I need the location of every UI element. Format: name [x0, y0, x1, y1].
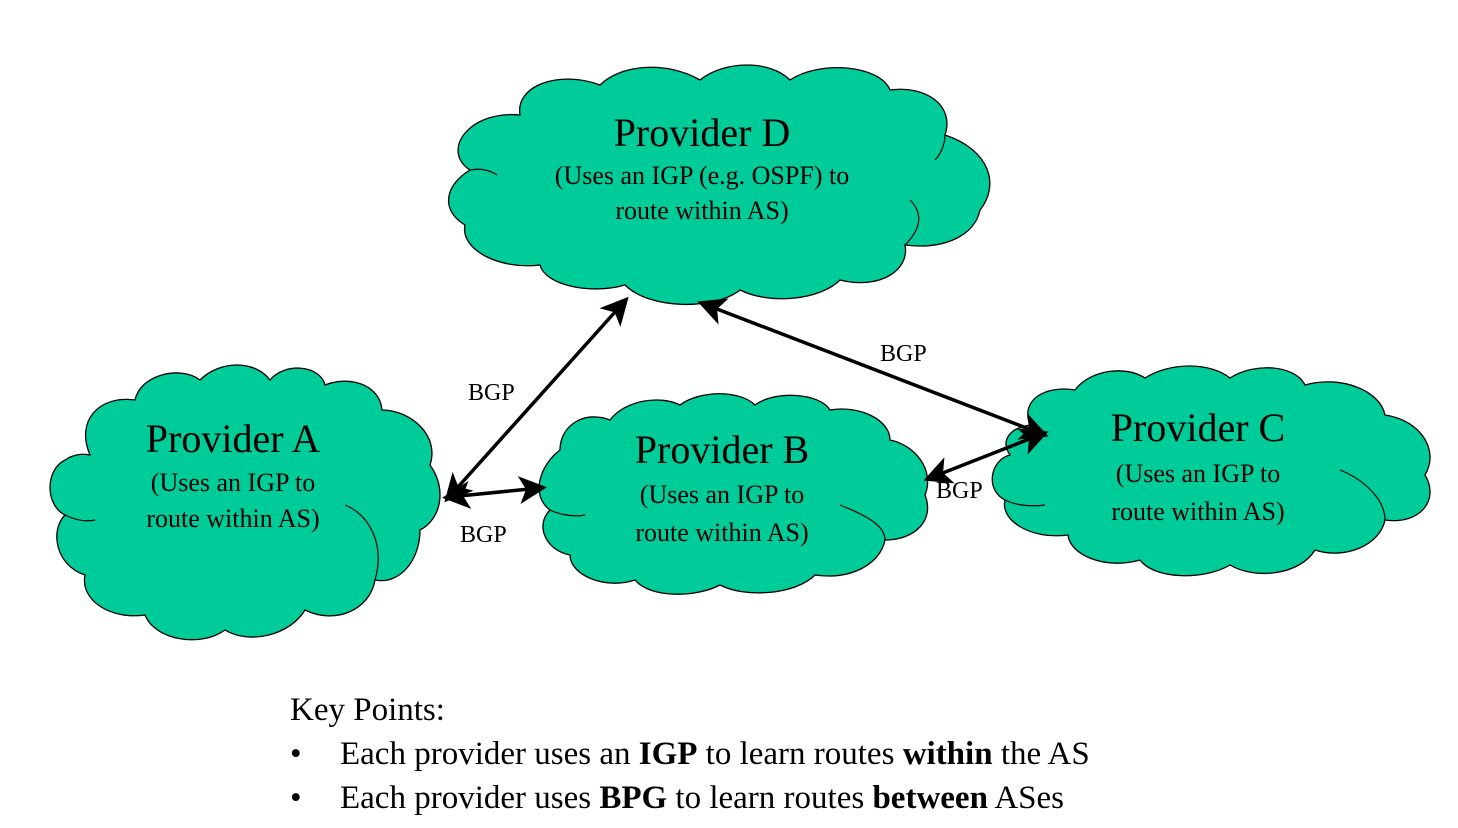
- bullet-icon: •: [290, 736, 302, 772]
- provider-d-line2: route within AS): [615, 196, 788, 225]
- link-a-d: [444, 296, 629, 503]
- key-points-title: Key Points:: [290, 692, 445, 728]
- provider-c-title: Provider C: [1111, 405, 1285, 450]
- provider-a-line1: (Uses an IGP to: [151, 468, 315, 497]
- key-point-item: • Each provider uses BPG to learn routes…: [290, 776, 1090, 820]
- key-point-text: Each provider uses an IGP to learn route…: [340, 736, 1090, 772]
- cloud-shape: [448, 64, 991, 306]
- cloud-shape: [49, 364, 441, 641]
- provider-b-line2: route within AS): [635, 518, 808, 547]
- link-b-c: [923, 428, 1049, 484]
- label-bgp-a-b: BGP: [460, 522, 507, 548]
- cloud-provider-b: Provider B (Uses an IGP to route within …: [538, 393, 929, 595]
- provider-d-line1: (Uses an IGP (e.g. OSPF) to: [555, 161, 849, 190]
- provider-c-line2: route within AS): [1111, 497, 1284, 526]
- label-bgp-a-d: BGP: [468, 380, 515, 406]
- key-point-item: • Each provider uses an IGP to learn rou…: [290, 732, 1090, 776]
- cloud-provider-d: Provider D (Uses an IGP (e.g. OSPF) to r…: [448, 64, 991, 306]
- link-d-c: [697, 298, 1049, 440]
- cloud-provider-a: Provider A (Uses an IGP to route within …: [49, 364, 441, 641]
- cloud-shape: [991, 365, 1431, 577]
- provider-d-title: Provider D: [614, 110, 791, 155]
- provider-a-title: Provider A: [146, 416, 321, 461]
- bullet-icon: •: [290, 780, 302, 816]
- provider-a-line2: route within AS): [146, 504, 319, 533]
- label-bgp-d-c: BGP: [880, 341, 927, 367]
- provider-b-line1: (Uses an IGP to: [640, 480, 804, 509]
- link-a-b: [442, 476, 547, 509]
- provider-c-line1: (Uses an IGP to: [1116, 459, 1280, 488]
- key-points: Key Points: • Each provider uses an IGP …: [290, 688, 1090, 820]
- provider-b-title: Provider B: [635, 427, 809, 472]
- cloud-provider-c: Provider C (Uses an IGP to route within …: [991, 365, 1431, 577]
- cloud-shape: [538, 393, 929, 595]
- label-bgp-b-c: BGP: [936, 478, 983, 504]
- key-point-text: Each provider uses BPG to learn routes b…: [340, 780, 1065, 816]
